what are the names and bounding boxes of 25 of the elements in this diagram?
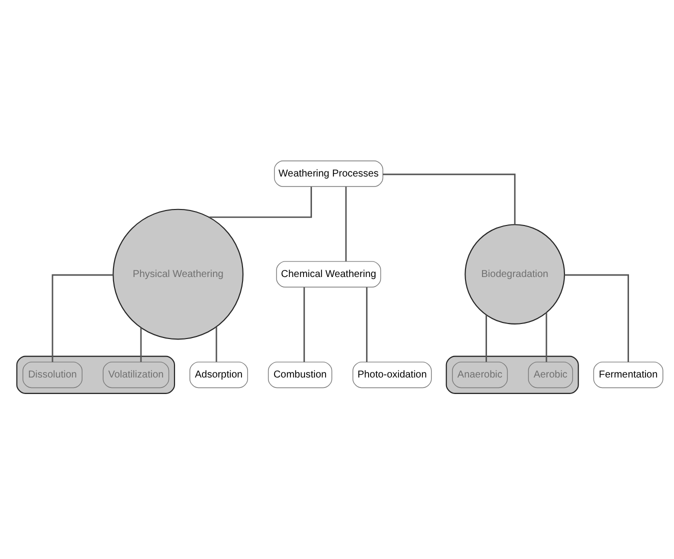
node-circle: Biodegradation xyxy=(464,224,566,324)
connector xyxy=(564,274,629,362)
node-box: Adsorption xyxy=(189,361,248,388)
connector xyxy=(303,286,305,362)
connector xyxy=(209,186,312,218)
node-box: Anaerobic xyxy=(452,361,508,388)
node-box: Dissolution xyxy=(22,361,82,388)
node-circle: Physical Weathering xyxy=(112,208,244,340)
connector xyxy=(216,326,218,362)
node-box: Photo-oxidation xyxy=(352,361,432,388)
connector xyxy=(52,274,114,362)
connector xyxy=(140,327,142,362)
node-box: Volatilization xyxy=(102,361,170,388)
connector xyxy=(382,173,516,224)
node-box: Chemical Weathering xyxy=(276,260,382,287)
node-box: Weathering Processes xyxy=(274,160,384,186)
cluster xyxy=(446,355,579,394)
connector xyxy=(366,286,368,362)
connector xyxy=(345,186,347,261)
node-box: Combustion xyxy=(268,361,332,388)
connector xyxy=(486,314,487,362)
node-box: Fermentation xyxy=(593,361,664,388)
node-box: Aerobic xyxy=(528,361,573,388)
connector xyxy=(546,312,548,362)
cluster xyxy=(16,355,176,394)
